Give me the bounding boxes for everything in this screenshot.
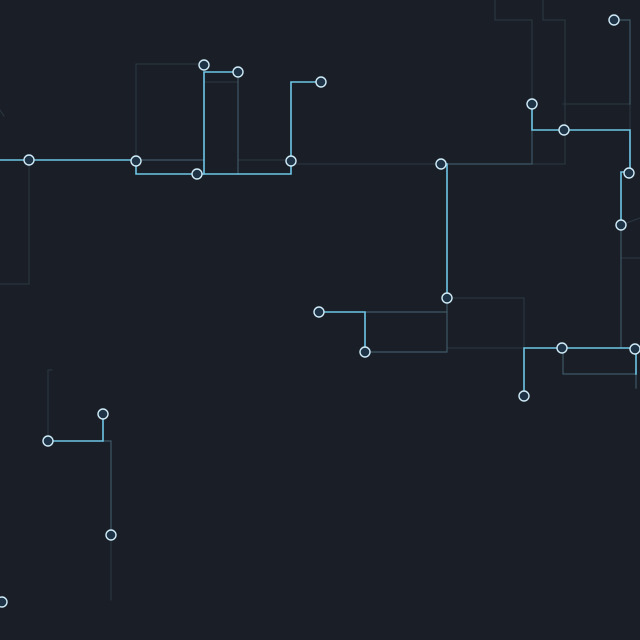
faint-trace <box>203 81 442 165</box>
circle-node-icon <box>518 390 530 402</box>
circle-node-icon <box>558 124 570 136</box>
circle-node-icon <box>359 346 371 358</box>
faint-trace <box>0 109 5 117</box>
circle-node-icon <box>105 529 117 541</box>
circle-node-icon <box>441 292 453 304</box>
circle-node-icon <box>608 14 620 26</box>
circle-node-icon <box>0 596 8 608</box>
circle-node-icon <box>435 158 447 170</box>
circle-node-icon <box>315 76 327 88</box>
dim-trace <box>364 297 448 353</box>
bright-trace-layer <box>0 71 637 442</box>
bright-trace <box>0 81 322 175</box>
circle-node-icon <box>285 155 297 167</box>
bright-trace <box>318 311 366 353</box>
circle-node-icon <box>97 408 109 420</box>
circle-node-icon <box>42 435 54 447</box>
faint-trace <box>494 0 533 105</box>
circle-node-icon <box>130 155 142 167</box>
node-layer <box>0 14 640 608</box>
dim-trace <box>102 440 112 536</box>
bright-trace <box>203 71 239 175</box>
circle-node-icon <box>556 342 568 354</box>
circle-node-icon <box>198 59 210 71</box>
circle-node-icon <box>191 168 203 180</box>
circle-node-icon <box>232 66 244 78</box>
circle-node-icon <box>623 167 635 179</box>
faint-trace-layer <box>0 0 640 601</box>
bright-trace <box>531 103 631 173</box>
circle-node-icon <box>615 219 627 231</box>
faint-trace <box>47 369 53 442</box>
circle-node-icon <box>526 98 538 110</box>
dim-trace <box>562 347 637 389</box>
circle-node-icon <box>23 154 35 166</box>
circle-node-icon <box>313 306 325 318</box>
circle-node-icon <box>629 343 640 355</box>
faint-trace <box>446 297 525 349</box>
bright-trace <box>47 413 104 442</box>
bright-trace <box>523 347 637 397</box>
faint-trace <box>135 63 205 161</box>
faint-trace <box>0 159 30 285</box>
